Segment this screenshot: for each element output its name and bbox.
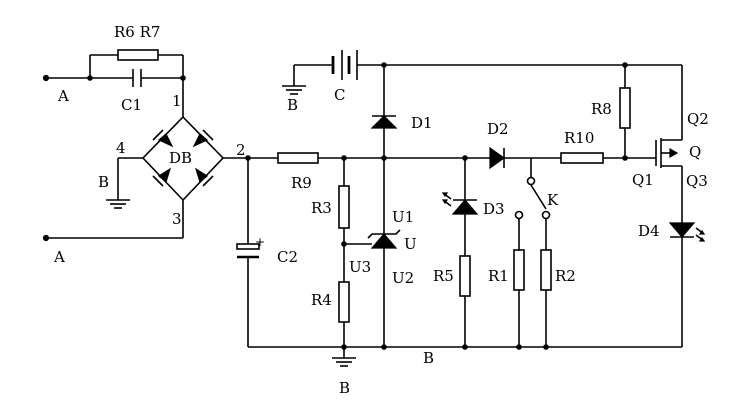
label-node-4: 4 bbox=[116, 139, 126, 157]
label-r1: R1 bbox=[488, 267, 509, 285]
label-d2: D2 bbox=[487, 120, 509, 138]
label-r5: R5 bbox=[433, 267, 454, 285]
resistor-r4 bbox=[338, 281, 350, 323]
capacitor-c1 bbox=[132, 69, 142, 87]
ground-top bbox=[282, 85, 306, 95]
label-r2: R2 bbox=[555, 267, 576, 285]
ground-bottom bbox=[332, 357, 356, 367]
resistor-r6r7 bbox=[117, 49, 159, 61]
label-d3: D3 bbox=[483, 200, 505, 218]
label-u: U bbox=[404, 235, 417, 253]
resistor-r10 bbox=[560, 152, 604, 164]
label-a-top: A bbox=[57, 87, 69, 105]
label-r6r7: R6 R7 bbox=[114, 23, 160, 41]
label-b-left: B bbox=[98, 173, 109, 191]
label-node-3: 3 bbox=[172, 210, 182, 228]
battery-c bbox=[331, 50, 358, 80]
zener-u bbox=[367, 229, 401, 249]
ground-left bbox=[106, 199, 130, 209]
resistor-r3 bbox=[338, 185, 350, 229]
label-u3: U3 bbox=[349, 258, 371, 276]
label-r4: R4 bbox=[311, 291, 332, 309]
component-labels: R6 R7 C1 A A 1 2 3 4 DB B B B B C C2 + R… bbox=[53, 23, 709, 397]
label-c1: C1 bbox=[121, 96, 142, 114]
label-q2: Q2 bbox=[687, 110, 709, 128]
resistor-r9 bbox=[277, 152, 319, 164]
label-node-2: 2 bbox=[236, 141, 246, 159]
label-b-top: B bbox=[287, 96, 298, 114]
bridge-rectifier-db bbox=[141, 115, 225, 202]
label-q1: Q1 bbox=[632, 171, 654, 189]
label-k: K bbox=[547, 191, 559, 209]
led-d4 bbox=[668, 222, 706, 242]
label-r10: R10 bbox=[564, 129, 594, 147]
label-r3: R3 bbox=[311, 199, 332, 217]
label-c2: C2 bbox=[277, 248, 298, 266]
junction-dots bbox=[87, 62, 628, 350]
capacitor-c2 bbox=[236, 243, 260, 259]
label-u1: U1 bbox=[392, 208, 414, 226]
label-c: C bbox=[334, 86, 345, 104]
label-b-bottom-ground: B bbox=[339, 379, 350, 397]
led-d3 bbox=[441, 192, 479, 215]
terminal-a-top bbox=[42, 74, 50, 82]
switch-k bbox=[514, 176, 551, 220]
resistor-r1 bbox=[513, 249, 525, 291]
label-q3: Q3 bbox=[686, 172, 708, 190]
resistor-r5 bbox=[459, 255, 471, 297]
label-u2: U2 bbox=[392, 269, 414, 287]
label-d1: D1 bbox=[411, 114, 433, 132]
transistor-q bbox=[625, 138, 682, 168]
label-b-bottom-rail: B bbox=[423, 349, 434, 367]
resistor-r8 bbox=[619, 87, 631, 129]
terminal-a-bottom bbox=[42, 234, 50, 242]
label-c2-plus: + bbox=[255, 235, 265, 249]
label-q: Q bbox=[689, 143, 701, 161]
label-db: DB bbox=[169, 149, 192, 167]
label-r8: R8 bbox=[591, 100, 612, 118]
resistor-r2 bbox=[540, 249, 552, 291]
label-node-1: 1 bbox=[172, 92, 182, 110]
label-d4: D4 bbox=[638, 222, 660, 240]
diode-d2 bbox=[489, 146, 506, 170]
label-a-bottom: A bbox=[53, 248, 65, 266]
diode-d1 bbox=[370, 115, 398, 129]
label-r9: R9 bbox=[291, 174, 312, 192]
